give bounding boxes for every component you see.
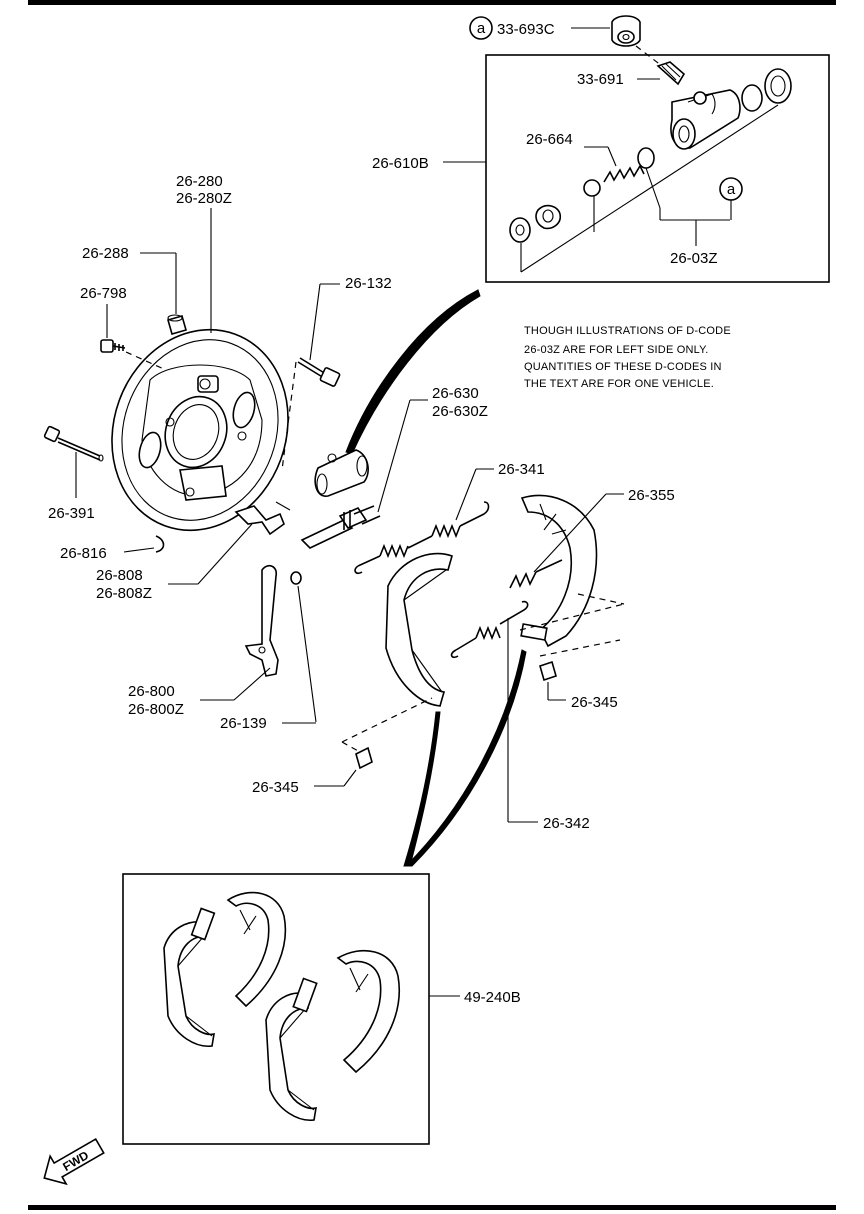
- upper-return-spring: [354, 501, 490, 575]
- adjuster-assembly: [300, 505, 381, 549]
- label-26-341: 26-341: [498, 461, 545, 478]
- label-26-630Z: 26-630Z: [432, 403, 488, 420]
- shoe-hold-clip-left: [355, 746, 373, 770]
- bottom-border: [28, 1205, 836, 1210]
- note-line-1: THOUGH ILLUSTRATIONS OF D-CODE: [524, 325, 731, 337]
- label-26-139: 26-139: [220, 715, 267, 732]
- label-49-240B: 49-240B: [464, 989, 521, 1006]
- shoe-callout-wedge-left: [403, 711, 441, 867]
- lower-return-spring: [450, 600, 529, 659]
- label-26-345-left: 26-345: [252, 779, 299, 796]
- shoe-hold-clip-right: [539, 660, 557, 682]
- label-26-355: 26-355: [628, 487, 675, 504]
- parking-lever: [244, 564, 279, 677]
- label-26-808Z: 26-808Z: [96, 585, 152, 602]
- kit-callout-wedge: [345, 289, 481, 455]
- mounted-wheel-cylinder: [314, 449, 369, 497]
- right-brake-shoe: [520, 494, 598, 648]
- top-border: [28, 0, 836, 5]
- label-26-03Z: 26-03Z: [670, 250, 718, 267]
- marker-a-cap: a: [477, 20, 486, 37]
- note-line-4: THE TEXT ARE FOR ONE VEHICLE.: [524, 378, 714, 390]
- wheel-cylinder-body: [670, 68, 792, 150]
- strut-bracket: [234, 501, 291, 536]
- note-line-2: 26-03Z ARE FOR LEFT SIDE ONLY.: [524, 344, 709, 356]
- label-26-342: 26-342: [543, 815, 590, 832]
- label-26-345-right: 26-345: [571, 694, 618, 711]
- label-33-691: 33-691: [577, 71, 624, 88]
- adjuster-bolt: [297, 357, 341, 387]
- label-26-630: 26-630: [432, 385, 479, 402]
- cylinder-spring: [603, 164, 645, 183]
- label-26-610B: 26-610B: [372, 155, 429, 172]
- adjuster-spring: [509, 559, 563, 589]
- bleed-bolt: [100, 339, 126, 353]
- plug: [167, 314, 187, 335]
- label-33-693C: 33-693C: [497, 21, 555, 38]
- label-26-391: 26-391: [48, 505, 95, 522]
- label-26-808: 26-808: [96, 567, 143, 584]
- anchor-bolt: [43, 425, 104, 462]
- wheel-cylinder-kit-box: a: [485, 15, 830, 283]
- lever-washer: [290, 571, 302, 585]
- brake-shoe-kit-box: [122, 873, 430, 1145]
- label-26-798: 26-798: [80, 285, 127, 302]
- label-26-280Z: 26-280Z: [176, 190, 232, 207]
- backing-plate: [111, 328, 289, 532]
- label-26-288: 26-288: [82, 245, 129, 262]
- label-26-280: 26-280: [176, 173, 223, 190]
- left-brake-shoe: [385, 552, 453, 707]
- bleeder-screw: [656, 61, 686, 86]
- fwd-arrow-icon: FWD: [43, 1137, 105, 1186]
- retainer-clip: [155, 535, 165, 553]
- bleeder-cap: [611, 15, 641, 47]
- label-26-800Z: 26-800Z: [128, 701, 184, 718]
- label-26-664: 26-664: [526, 131, 573, 148]
- note-line-3: QUANTITIES OF THESE D-CODES IN: [524, 361, 722, 373]
- label-26-800: 26-800: [128, 683, 175, 700]
- marker-a-kit: a: [727, 181, 736, 198]
- shoe-callout-wedge-right: [404, 649, 527, 867]
- label-26-132: 26-132: [345, 275, 392, 292]
- note-block: THOUGH ILLUSTRATIONS OF D-CODE 26-03Z AR…: [524, 325, 731, 390]
- label-26-816: 26-816: [60, 545, 107, 562]
